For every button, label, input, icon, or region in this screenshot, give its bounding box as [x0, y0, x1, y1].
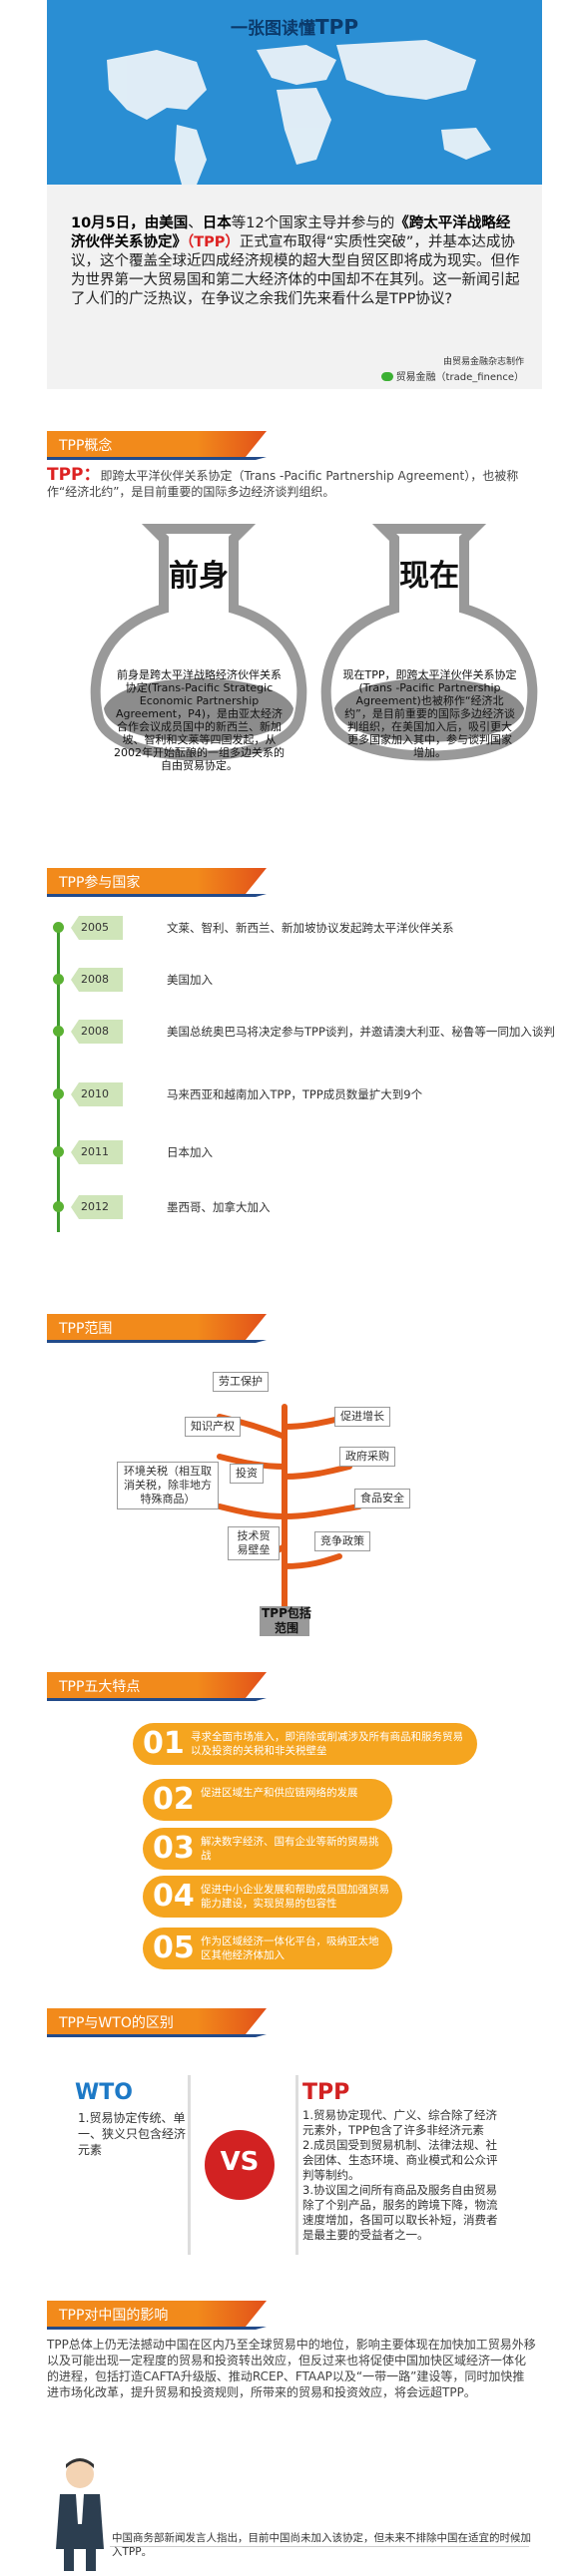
- page-title: 一张图读懂TPP: [47, 14, 542, 39]
- intro-segment: 美国: [159, 215, 189, 231]
- scope-tag: 环境关税（相互取消关税，除非地方特殊商品）: [117, 1462, 219, 1509]
- vs-badge: [205, 2130, 275, 2200]
- wechat-icon: [380, 372, 393, 381]
- scope-tag: 劳工保护: [213, 1372, 269, 1392]
- timeline-date: 2008年9月: [71, 1020, 123, 1044]
- section-title: TPP五大特点: [59, 1679, 141, 1695]
- scope-tag: 促进增长: [334, 1407, 390, 1427]
- feature-text: 促进中小企业发展和帮助成员国加强贸易能力建设，实现贸易的包容性: [201, 1884, 389, 1910]
- intro-segment: 10月5日，由: [71, 215, 160, 231]
- section-header-concept: TPP概念: [47, 431, 267, 460]
- intro-segment: 、: [188, 215, 203, 231]
- section-title: TPP参与国家: [59, 875, 141, 891]
- timeline-date: 2011年11月: [71, 1140, 123, 1164]
- intro-panel: 10月5日，由美国、日本等12个国家主导并参与的《跨太平洋战略经济伙伴关系协定》…: [47, 185, 542, 389]
- section-title: TPP对中国的影响: [59, 2308, 169, 2324]
- footer: 中国商务部新闻发言人指出，目前中国尚未加入该协定，但未来不排除中国在适宜的时候加…: [0, 2454, 579, 2576]
- spokesman-icon: [56, 2458, 104, 2571]
- intro-segment: 等12个国家主导并参与的: [231, 215, 395, 231]
- flask-shape: [320, 524, 538, 761]
- header-banner: 一张图读懂TPP 10月5日，由美国、日本等12个国家主导并参与的《跨太平洋战略…: [47, 0, 542, 389]
- scope-tag: 知识产权: [185, 1417, 241, 1437]
- footer-quote: 中国商务部新闻发言人指出，目前中国尚未加入该协定，但未来不排除中国在适宜的时候加…: [112, 2532, 531, 2558]
- concept-body: 即跨太平洋伙伴关系协定（Trans -Pacific Partnership A…: [47, 469, 519, 499]
- timeline-line: [57, 923, 60, 1232]
- section-header-members: TPP参与国家: [47, 868, 267, 897]
- vs-divider: [188, 2075, 298, 2255]
- timeline-dot: [53, 922, 64, 933]
- concept-definition: TPP：即跨太平洋伙伴关系协定（Trans -Pacific Partnersh…: [47, 467, 536, 500]
- timeline-date: 2010年: [71, 1082, 123, 1106]
- feature-text: 寻求全面市场准入，即消除或削减涉及所有商品和服务贸易以及投资的关税和非关税壁垒: [191, 1731, 463, 1757]
- timeline-dot: [53, 1026, 64, 1037]
- scope-center: TPP包括范围: [262, 1606, 311, 1635]
- flask-left-heading: 前身: [169, 559, 229, 594]
- intro-segment: 《跨太平洋战略经济伙伴关系协定》: [71, 215, 511, 250]
- china-impact-text: TPP总体上仍无法撼动中国在区内乃至全球贸易中的地位，影响主要体现在加快加工贸易…: [47, 2338, 536, 2399]
- timeline-date: 2008年2月: [71, 968, 123, 992]
- timeline-text: 马来西亚和越南加入TPP，TPP成员数量扩大到9个: [167, 1087, 423, 1101]
- concept-key: TPP：: [47, 465, 101, 485]
- tpp-title: TPP: [302, 2080, 350, 2105]
- flask-predecessor: 前身 前身是跨太平洋战略经济伙伴关系协定(Trans-Pacific Strat…: [84, 519, 313, 793]
- feature-number: 01: [143, 1726, 185, 1761]
- timeline-dot: [53, 1201, 64, 1212]
- wechat-label: 贸易金融（trade_finence）: [395, 372, 524, 383]
- world-map-image: [47, 0, 542, 185]
- timeline-text: 美国加入: [167, 973, 213, 987]
- timeline-text: 墨西哥、加拿大加入: [167, 1200, 271, 1214]
- intro-segment: （TPP）: [187, 234, 240, 250]
- wto-title: WTO: [75, 2080, 133, 2105]
- scope-tag: 食品安全: [354, 1489, 410, 1508]
- scope-tag: 政府采购: [339, 1447, 395, 1467]
- flask-right-heading: 现在: [399, 559, 459, 594]
- footer-divider: [110, 2546, 529, 2547]
- intro-segment: 正式宣布取得“实质性突破”，并基本达成协议，这个覆盖全球近四成经济规模的超大型自…: [71, 234, 520, 307]
- timeline-dot: [53, 1088, 64, 1099]
- section-title: TPP与WTO的区别: [59, 2015, 174, 2031]
- intro-segment: 日本: [202, 215, 232, 231]
- scope-tag: 技术贸易壁垒: [228, 1526, 280, 1560]
- wechat-account: 贸易金融（trade_finence）: [380, 368, 524, 383]
- wto-text: 1.贸易协定传统、单一、狭义只包含经济元素: [78, 2111, 187, 2157]
- feature-text: 促进区域生产和供应链网络的发展: [201, 1787, 358, 1799]
- section-title: TPP概念: [59, 438, 113, 454]
- flask-right-text: 现在TPP，即跨太平洋伙伴关系协定(Trans -Pacific Partner…: [342, 668, 517, 759]
- intro-text: 10月5日，由美国、日本等12个国家主导并参与的《跨太平洋战略经济伙伴关系协定》…: [71, 215, 522, 309]
- scope-tag: 竞争政策: [314, 1531, 370, 1551]
- scope-tag: 投资: [230, 1464, 264, 1484]
- source-credit: 由贸易金融杂志制作: [442, 357, 524, 367]
- timeline-text: 美国总统奥巴马将决定参与TPP谈判，并邀请澳大利亚、秘鲁等一同加入谈判: [167, 1025, 555, 1039]
- section-header-china: TPP对中国的影响: [47, 2301, 267, 2330]
- timeline-text: 文莱、智利、新西兰、新加坡协议发起跨太平洋伙伴关系: [167, 921, 454, 935]
- timeline-date: 2005年5月: [71, 916, 123, 940]
- flask-current: 现在 现在TPP，即跨太平洋伙伴关系协定(Trans -Pacific Part…: [314, 519, 544, 793]
- feature-number: 03: [153, 1831, 195, 1866]
- flask-left-text: 前身是跨太平洋战略经济伙伴关系协定(Trans-Pacific Strategi…: [114, 668, 285, 772]
- vs-label: VS: [220, 2147, 260, 2177]
- timeline-dot: [53, 974, 64, 985]
- timeline-dot: [53, 1146, 64, 1157]
- section-header-wto: TPP与WTO的区别: [47, 2008, 267, 2037]
- section-title: TPP范围: [59, 1321, 113, 1337]
- flask-shape: [90, 524, 307, 761]
- feature-item: 02 促进区域生产和供应链网络的发展: [143, 1779, 392, 1821]
- feature-number: 04: [153, 1879, 195, 1914]
- tpp-text: 1.贸易协定现代、广义、综合除了经济元素外，TPP包含了许多非经济元素 2.成员…: [302, 2108, 498, 2242]
- timeline-date: 2012年: [71, 1195, 123, 1219]
- feature-text: 作为区域经济一体化平台，吸纳亚太地区其他经济体加入: [201, 1935, 379, 1961]
- title-highlight: TPP: [315, 15, 358, 39]
- feature-number: 02: [153, 1782, 195, 1817]
- timeline-text: 日本加入: [167, 1145, 213, 1159]
- section-header-features: TPP五大特点: [47, 1672, 267, 1701]
- title-prefix: 一张图读懂: [231, 19, 316, 39]
- section-header-scope: TPP范围: [47, 1314, 267, 1343]
- feature-number: 05: [153, 1931, 195, 1965]
- feature-text: 解决数字经济、国有企业等新的贸易挑战: [201, 1836, 379, 1862]
